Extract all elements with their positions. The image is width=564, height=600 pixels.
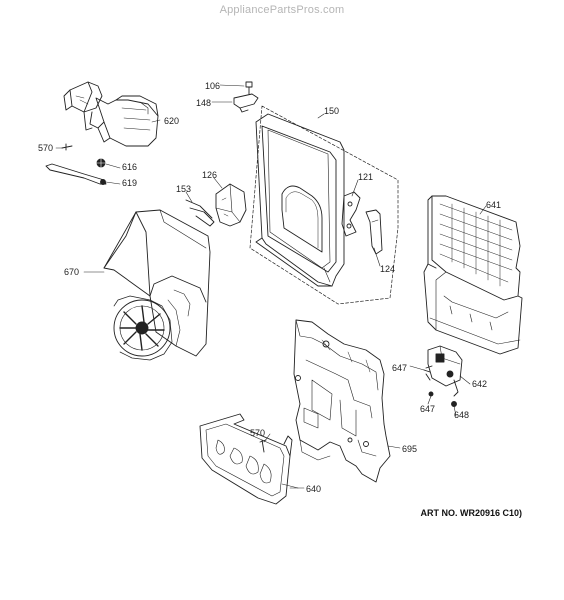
part-695-frame: [293, 319, 391, 483]
callout-124: 124: [380, 264, 396, 274]
watermark: AppliancePartsPros.com: [219, 4, 345, 16]
part-647-screw-b: [428, 391, 434, 397]
part-640-tray: [199, 413, 299, 505]
callout-620: 620: [164, 116, 180, 126]
part-150-dispenser-door: [249, 105, 399, 305]
part-619-rod: [45, 163, 107, 185]
art-number: ART NO. WR20916 C10): [420, 508, 522, 518]
callout-148: 148: [196, 98, 212, 108]
callout-647-a: 647: [392, 363, 408, 373]
callout-153: 153: [176, 184, 192, 194]
callout-695: 695: [402, 444, 418, 454]
part-670-fan-duct: [103, 209, 211, 361]
part-148-bracket: [233, 93, 259, 113]
callout-121: 121: [358, 172, 374, 182]
part-647-screw-a: [423, 369, 431, 381]
callout-670: 670: [64, 267, 80, 277]
part-126-housing: [215, 183, 247, 227]
callout-640: 640: [306, 484, 322, 494]
callout-642: 642: [472, 379, 488, 389]
part-153-clip: [185, 199, 215, 227]
part-620-auger-motor: [63, 81, 159, 147]
part-124-lever: [365, 209, 383, 255]
part-121-hinge: [341, 191, 361, 237]
leader-lines: [55, 84, 487, 489]
callout-106: 106: [205, 81, 221, 91]
callout-126: 126: [202, 170, 218, 180]
callout-616: 616: [122, 162, 138, 172]
part-570-screw-bottom: [259, 439, 267, 453]
callout-150: 150: [324, 106, 340, 116]
callout-619: 619: [122, 178, 138, 188]
part-642-valve: [425, 345, 463, 397]
part-106-screw: [245, 81, 253, 95]
callout-641: 641: [486, 200, 502, 210]
callout-648: 648: [454, 410, 470, 420]
callout-570-top: 570: [38, 143, 54, 153]
part-616-spring: [95, 157, 107, 169]
callout-647-b: 647: [420, 404, 436, 414]
part-641-grille: [423, 195, 523, 355]
callout-570-bottom: 570: [250, 428, 266, 438]
part-570-screw-top: [61, 143, 73, 151]
